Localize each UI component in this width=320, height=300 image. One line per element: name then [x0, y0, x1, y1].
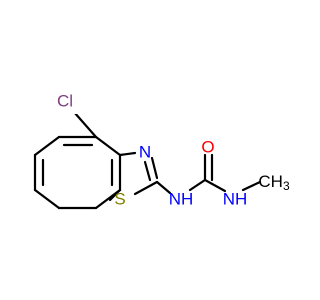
bond-c6-c5: [33, 135, 61, 157]
methyl-ch-text: CH: [258, 172, 283, 191]
bond-c7a-c7: [94, 135, 122, 157]
left-nh-atom-label: NH: [169, 190, 194, 209]
sulfur-atom-label: S: [114, 190, 125, 209]
methyl-group-label: CH3: [258, 172, 290, 194]
atom-label-layer: Cl N S NH O NH CH3: [55, 92, 290, 209]
bond-c-cl: [72, 110, 98, 139]
right-nh-atom-label: NH: [223, 190, 248, 209]
bond-s-c3a: [108, 188, 122, 202]
bond-c2-s: [133, 180, 159, 196]
molecule-structure-diagram: Cl N S NH O NH CH3: [33, 92, 290, 210]
bond-nh-carbonyl: [188, 178, 207, 192]
bond-nh-methyl: [241, 180, 262, 192]
bond-c7a-n: [118, 151, 137, 157]
bond-c2-nh: [155, 180, 172, 195]
label-backdrop-cl: [55, 92, 79, 114]
bond-layer: [33, 110, 262, 210]
bond-n-c2-double: [143, 160, 152, 182]
chlorine-atom-label: Cl: [57, 92, 73, 111]
ring-nitrogen-atom-label: N: [139, 143, 151, 162]
bond-carbonyl-nh: [203, 178, 227, 193]
bond-n-c2: [150, 156, 159, 180]
methyl-subscript-text: 3: [283, 179, 290, 193]
bond-c4-c3a: [33, 188, 61, 210]
oxygen-atom-label: O: [201, 138, 214, 157]
